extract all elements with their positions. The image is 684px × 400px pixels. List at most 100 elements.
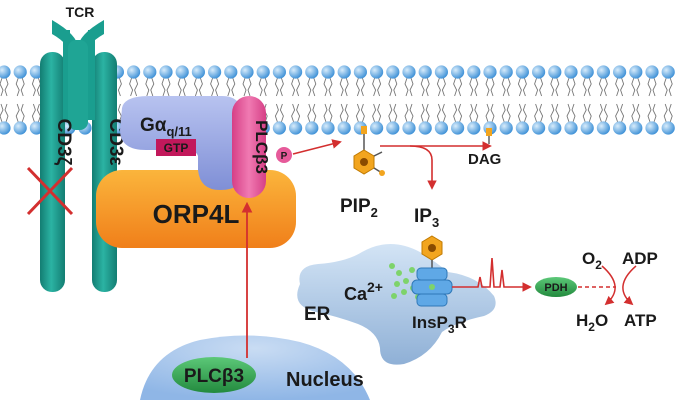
- lipid-tail: [501, 77, 511, 123]
- lipid-tail: [469, 77, 479, 123]
- lipid-head: [127, 65, 141, 79]
- ip3-label: IP3: [414, 206, 439, 230]
- lipid-head: [240, 65, 254, 79]
- lipid-head: [175, 65, 189, 79]
- lipid-tail: [598, 77, 608, 123]
- lipid-tail: [291, 77, 301, 123]
- lipid-tail: [420, 77, 430, 123]
- lipid-tail: [372, 77, 382, 123]
- lipid-head: [370, 65, 384, 79]
- lipid-head: [580, 65, 594, 79]
- lipid-tail: [615, 77, 625, 123]
- lipid-head: [224, 65, 238, 79]
- lipid-tail: [388, 77, 398, 123]
- lipid-tail: [485, 77, 495, 123]
- lipid-head: [386, 121, 400, 135]
- lipid-tail: [307, 77, 317, 123]
- dag-label: DAG: [468, 151, 501, 168]
- lipid-head: [629, 65, 643, 79]
- lipid-tail: [404, 77, 414, 123]
- lipid-head: [159, 65, 173, 79]
- lipid-tail: [566, 77, 576, 123]
- lipid-tail: [517, 77, 527, 123]
- lipid-head: [548, 65, 562, 79]
- lipid-head: [434, 65, 448, 79]
- lipid-tail: [582, 77, 592, 123]
- lipid-tail: [177, 77, 187, 123]
- tcr-receptor: [52, 20, 104, 130]
- lipid-head: [305, 65, 319, 79]
- phosphate-label: P: [281, 151, 288, 162]
- adp-to-atp-arrow: [622, 265, 637, 306]
- lipid-tail: [274, 77, 284, 123]
- calcium-label: Ca2+: [344, 279, 383, 304]
- tcr-label: TCR: [66, 4, 95, 20]
- lipid-head: [613, 65, 627, 79]
- lipid-tail: [339, 77, 349, 123]
- lipid-tail: [436, 77, 446, 123]
- lipid-head: [289, 65, 303, 79]
- lipid-tail: [145, 77, 155, 123]
- plcb3-nucleus-label: PLCβ3: [184, 366, 244, 387]
- lipid-tail: [323, 77, 333, 123]
- lipid-tail: [31, 77, 41, 123]
- lipid-tail: [355, 77, 365, 123]
- lipid-tail: [242, 77, 252, 123]
- nucleus-label: Nucleus: [286, 369, 364, 391]
- calcium-ions-icon: [389, 263, 421, 300]
- plcb3-membrane-label: PLCβ3: [252, 120, 271, 174]
- lipid-tail: [647, 77, 657, 123]
- lipid-tail: [453, 77, 463, 123]
- lipid-head: [321, 121, 335, 135]
- lipid-head: [370, 121, 384, 135]
- lipid-head: [402, 65, 416, 79]
- lipid-head: [564, 121, 578, 135]
- pip2-to-ip3-arrow: [409, 145, 437, 190]
- lipid-head: [515, 65, 530, 79]
- lipid-tail: [631, 77, 641, 123]
- lipid-head: [13, 121, 27, 135]
- insp3r-label: InsP3R: [412, 313, 467, 336]
- lipid-head: [629, 121, 643, 135]
- dag-molecule-icon: [486, 128, 492, 144]
- lipid-head: [483, 65, 497, 79]
- plc-to-pip2-arrow: [292, 139, 342, 155]
- o2-to-h2o-arrow: [601, 265, 616, 306]
- lipid-head: [661, 121, 675, 135]
- lipid-head: [353, 65, 367, 79]
- phosphate-badge: [276, 147, 292, 163]
- lipid-head: [321, 65, 335, 79]
- lipid-head: [532, 121, 546, 135]
- lipid-head: [337, 65, 351, 79]
- lipid-head: [645, 65, 659, 79]
- pdh-label: PDH: [544, 282, 567, 294]
- o2-label: O2: [582, 249, 602, 272]
- lipid-head: [499, 121, 513, 135]
- lipid-tail: [15, 77, 25, 123]
- lipid-head: [451, 65, 465, 79]
- lipid-head: [645, 121, 659, 135]
- lipid-head: [289, 121, 303, 135]
- lipid-head: [402, 121, 416, 135]
- atp-label: ATP: [624, 311, 657, 330]
- lipid-tail: [0, 77, 9, 123]
- pdh-enzyme: [535, 277, 577, 297]
- pip2-label: PIP2: [340, 196, 378, 220]
- lipid-head: [467, 65, 481, 79]
- lipid-head: [613, 121, 627, 135]
- pip2-molecule-icon: [353, 126, 385, 176]
- lipid-tail: [161, 77, 171, 123]
- lipid-head: [532, 65, 546, 79]
- lipid-head: [143, 65, 157, 79]
- lipid-head: [272, 65, 286, 79]
- lipid-head: [451, 121, 465, 135]
- lipid-head: [515, 121, 530, 135]
- lipid-head: [434, 121, 448, 135]
- lipid-head: [0, 121, 11, 135]
- lipid-head: [256, 65, 270, 79]
- gtp-label: GTP: [164, 141, 189, 155]
- orp4l-label: ORP4L: [153, 199, 240, 229]
- lipid-head: [29, 65, 43, 79]
